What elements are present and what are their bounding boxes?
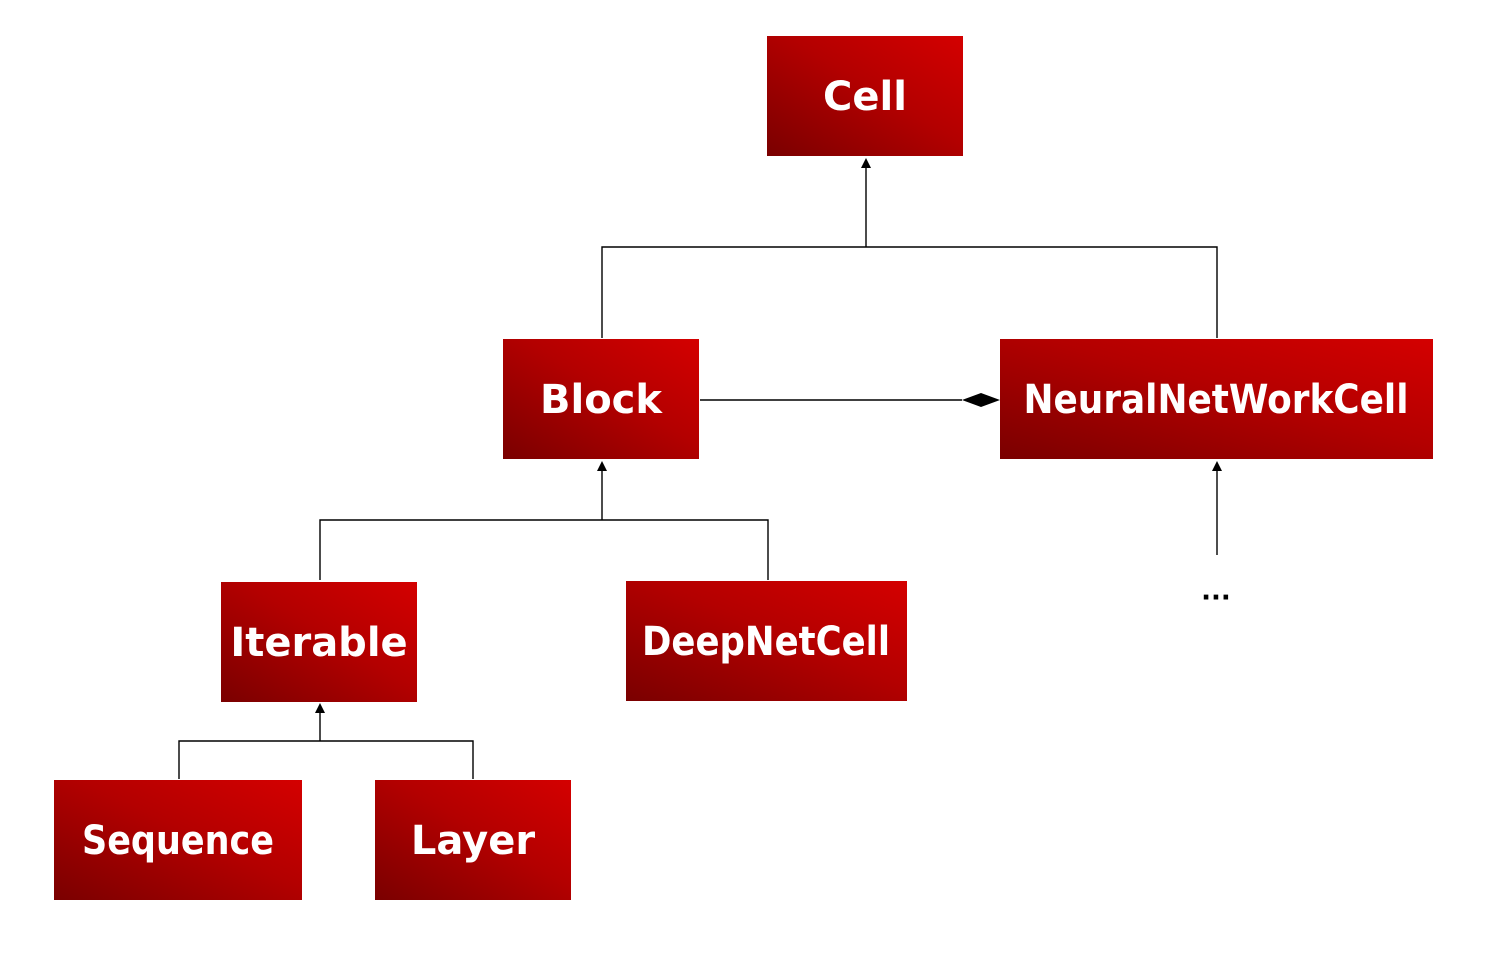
node-label: Cell bbox=[823, 74, 907, 120]
edge-block-composition bbox=[700, 393, 1000, 407]
inherit-arrowhead bbox=[597, 461, 607, 471]
node-label: Sequence bbox=[82, 818, 274, 864]
node-cell: Cell bbox=[767, 36, 963, 156]
node-neural-network-cell: NeuralNetWorkCell bbox=[1000, 339, 1433, 459]
node-layer: Layer bbox=[375, 780, 571, 900]
edge-neuralnet-children bbox=[1212, 461, 1222, 555]
node-deep-net-cell: DeepNetCell bbox=[626, 581, 907, 701]
node-label: Block bbox=[540, 377, 663, 423]
edge-block-children bbox=[319, 461, 769, 580]
node-sequence: Sequence bbox=[54, 780, 302, 900]
node-label: Layer bbox=[411, 818, 535, 864]
composition-diamond bbox=[962, 393, 1000, 407]
edge-iterable-children bbox=[178, 703, 474, 779]
continuation-ellipsis: ... bbox=[1201, 577, 1231, 607]
node-label: DeepNetCell bbox=[642, 619, 890, 665]
node-iterable: Iterable bbox=[221, 582, 417, 702]
node-label: Iterable bbox=[230, 620, 407, 666]
edge-cell-children bbox=[601, 158, 1218, 338]
node-label: NeuralNetWorkCell bbox=[1024, 377, 1409, 423]
node-block: Block bbox=[503, 339, 699, 459]
inherit-arrowhead bbox=[861, 158, 871, 168]
inherit-arrowhead bbox=[315, 703, 325, 713]
inherit-arrowhead bbox=[1212, 461, 1222, 471]
